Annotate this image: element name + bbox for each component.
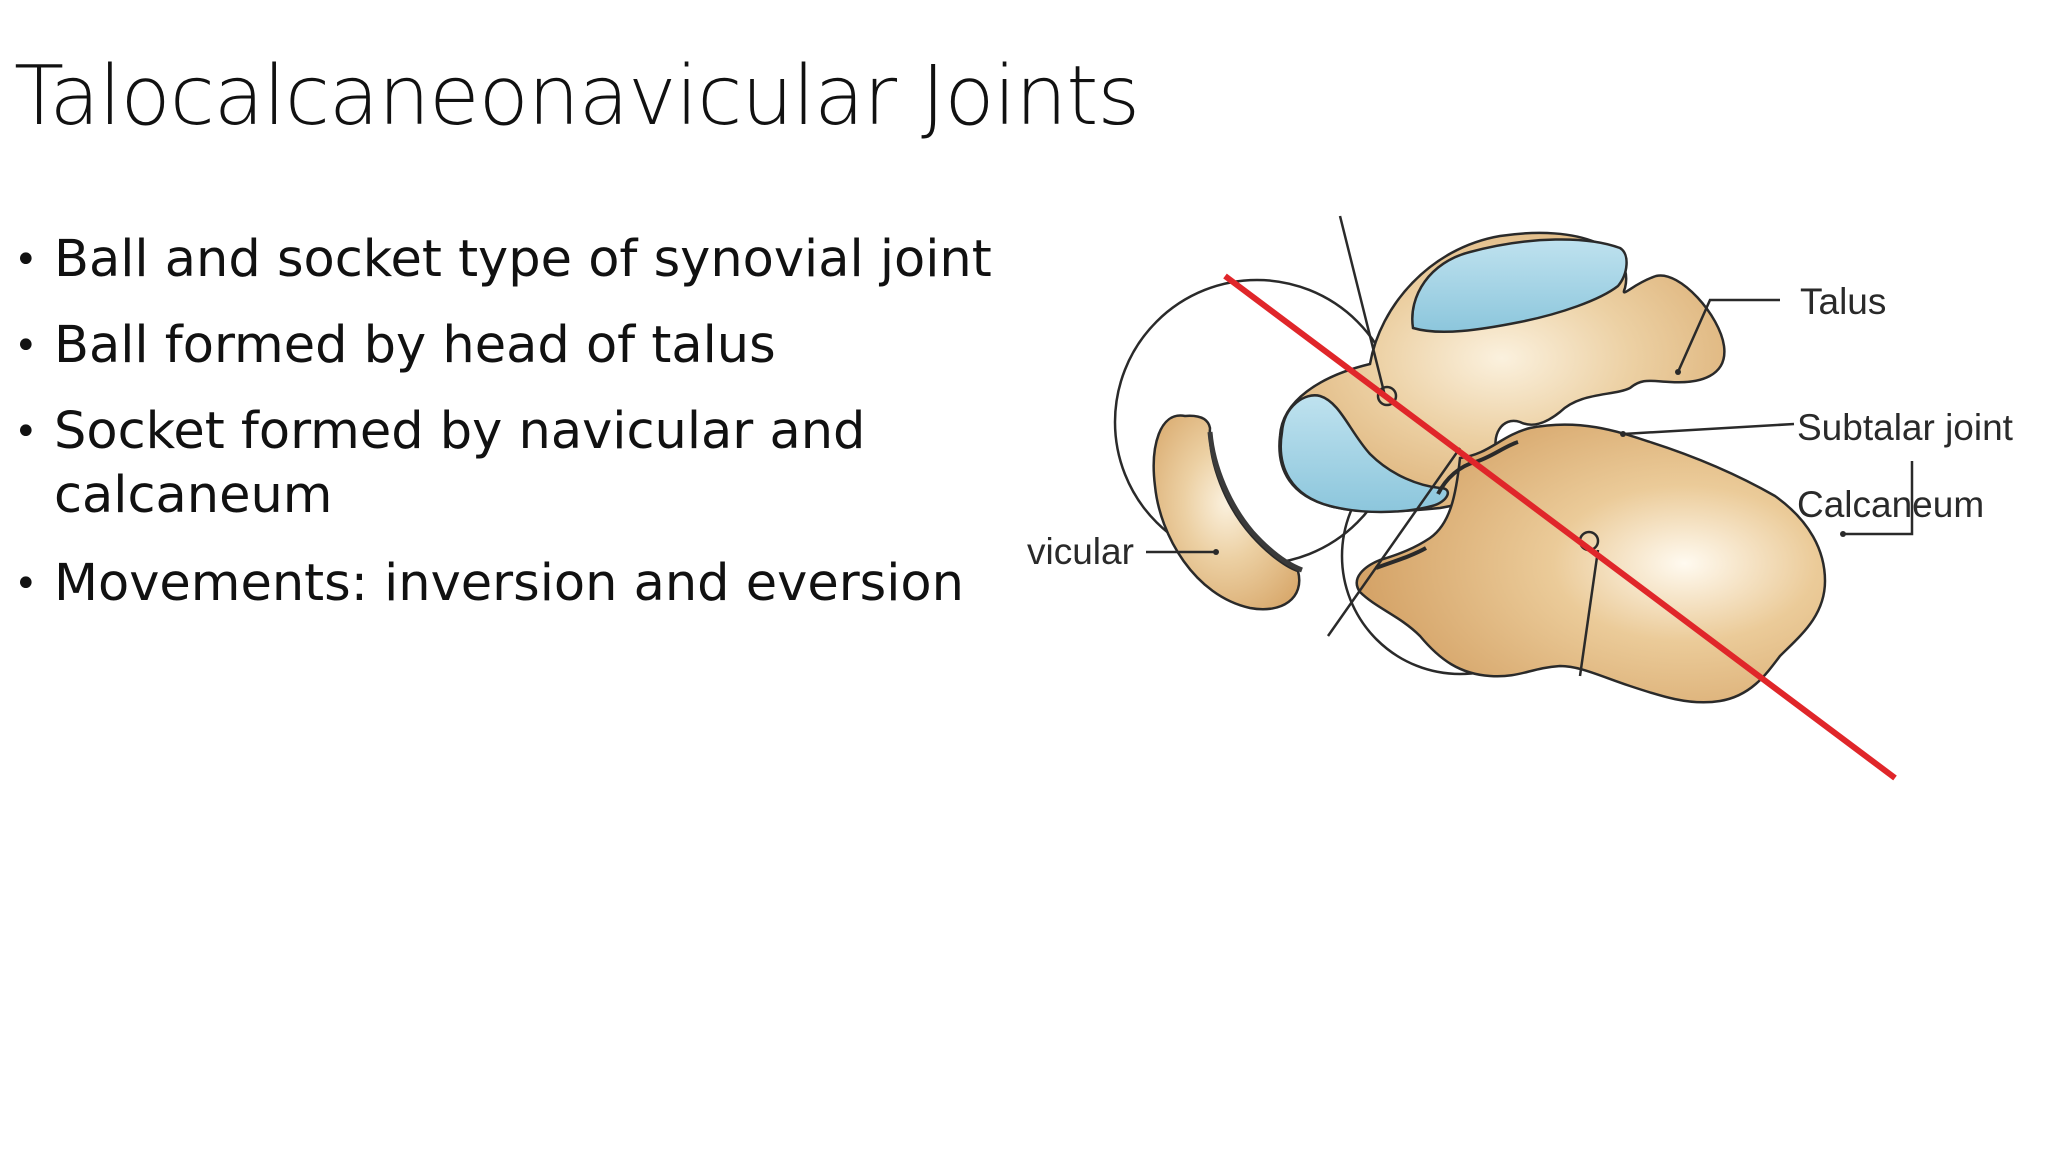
subtalar-leader-line [1622,422,1795,436]
label-subtalar-joint: Subtalar joint [1797,407,2013,448]
foot-joint-svg [1113,215,1914,781]
calcaneum-leader-line [1843,461,1914,536]
navicular-leader-dot [1213,549,1219,555]
label-navicular: vicular [1027,531,1134,572]
bullet-marker: • [14,561,38,607]
navicular-bone [1152,414,1301,611]
calcaneum-leader-dot [1840,531,1846,537]
talus-leader-dot [1675,369,1681,375]
foot-joint-illustration [1020,196,2048,816]
talus-pivot-marker [1376,385,1398,407]
bullet-text: Socket formed by navicular and calcaneum [54,402,866,525]
talus-leader-line [1676,298,1780,373]
label-calcaneum: Calcaneum [1797,484,1985,525]
bullet-text: Ball formed by head of talus [54,316,776,375]
talus-axis-line [1338,215,1387,397]
bullet-marker: • [14,237,38,283]
bullet-item: • Ball and socket type of synovial joint [14,228,1004,292]
talus-trochlea-cartilage [1411,238,1628,334]
bullet-text: Ball and socket type of synovial joint [54,230,992,289]
bullet-marker: • [14,323,38,369]
talus-bone [1278,231,1726,513]
bullet-item: • Ball formed by head of talus [14,314,1004,378]
subtalar-leader-dot [1620,431,1626,437]
bullet-text: Movements: inversion and eversion [54,554,964,613]
bullet-item: • Socket formed by navicular and calcane… [14,400,1004,528]
bullet-marker: • [14,409,38,455]
calcaneum-bone [1355,423,1827,704]
calcaneum-axis-line [1578,549,1600,677]
navicular-axis-line [1326,447,1462,637]
bullet-item: • Movements: inversion and eversion [14,552,1004,616]
label-talus: Talus [1800,281,1887,322]
bullet-list: • Ball and socket type of synovial joint… [14,228,1004,638]
navicular-articular-rim [1207,431,1303,573]
slide-title: Talocalcaneonavicular Joints [14,49,1140,144]
subtalar-axis-red-line [1223,273,1897,781]
calcaneum-facet-rim [1375,546,1427,570]
